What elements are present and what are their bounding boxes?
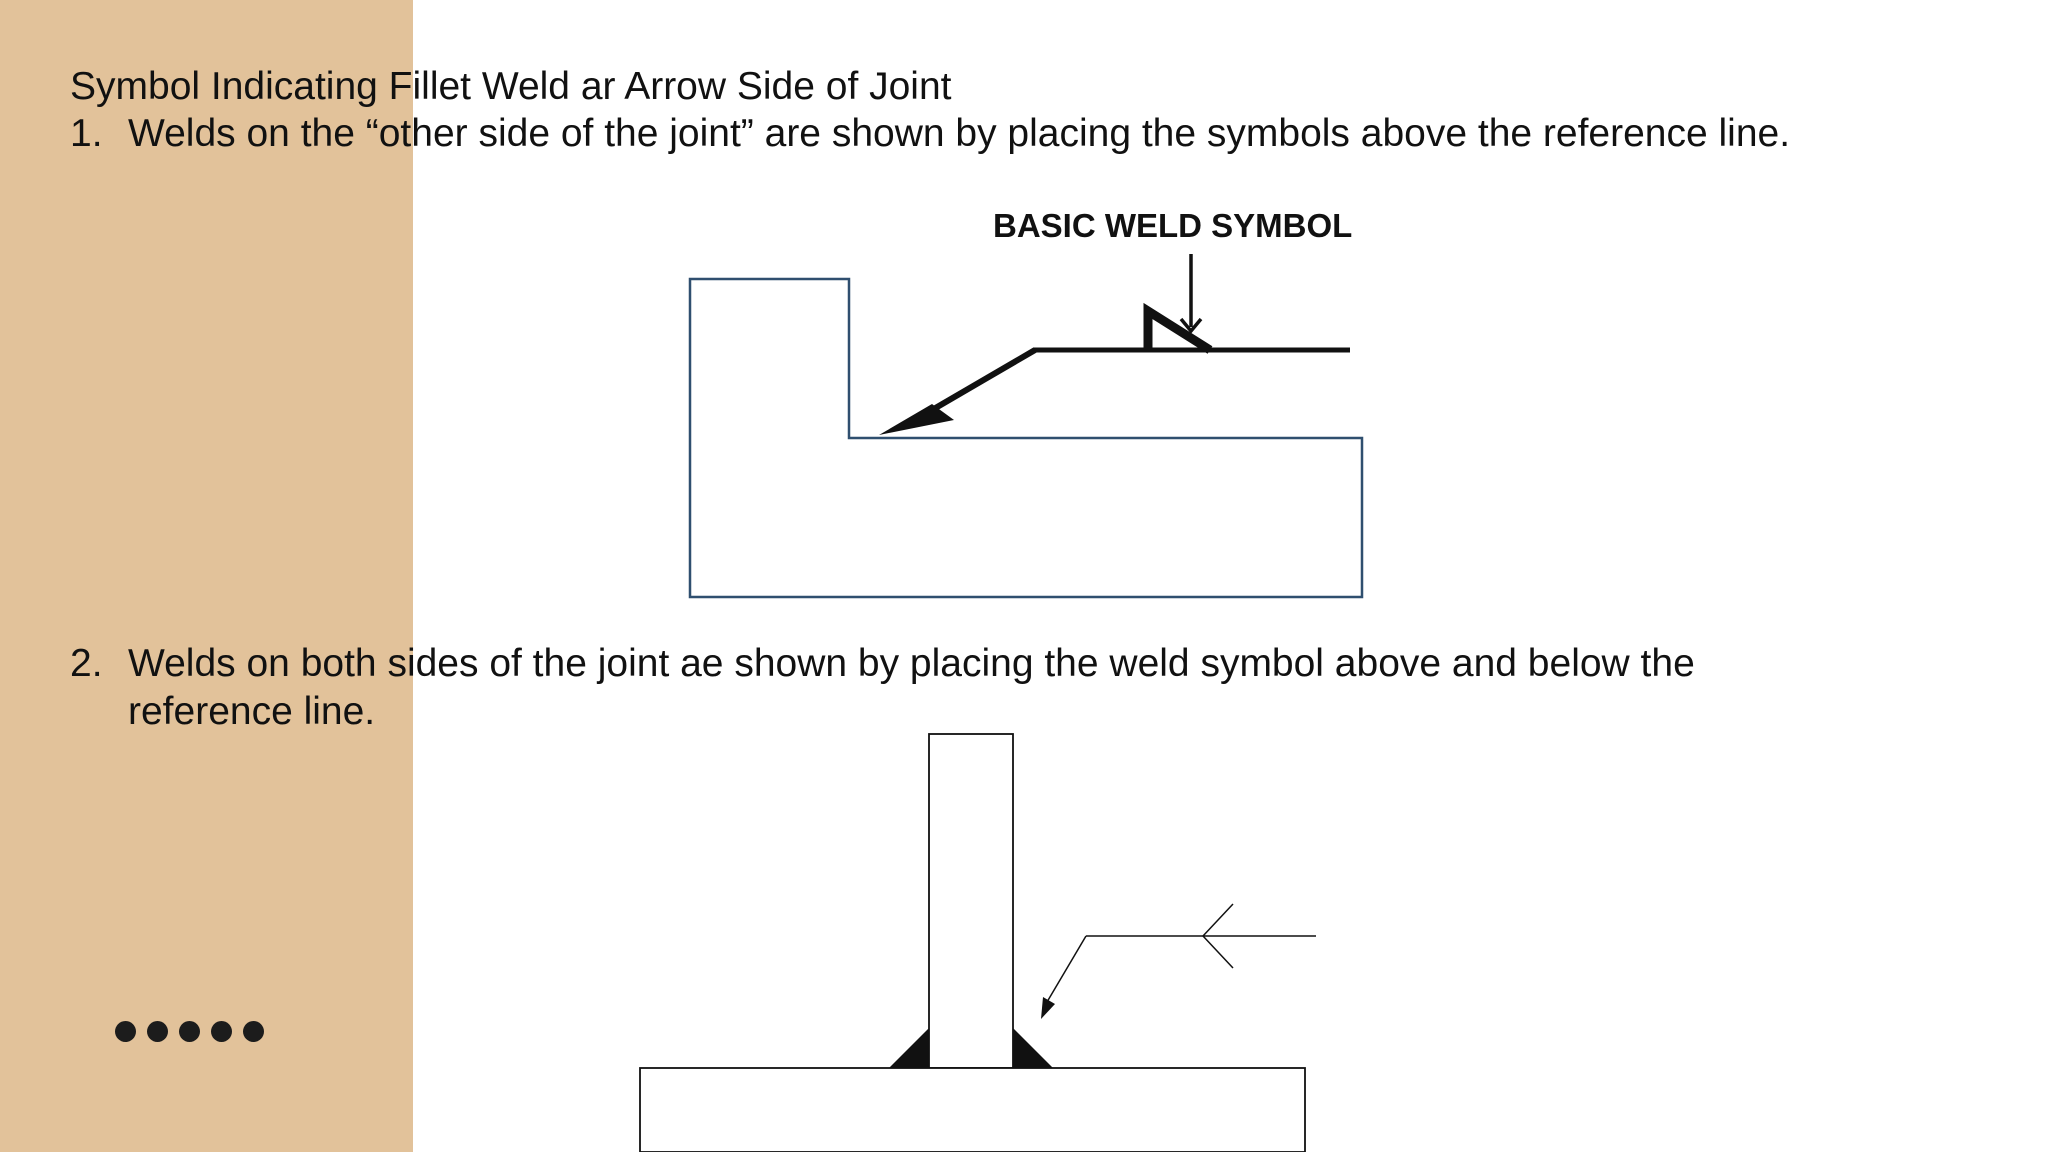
leader-arrowhead	[879, 404, 954, 435]
dot	[243, 1021, 264, 1042]
list-number-2: 2.	[70, 642, 103, 685]
weld-symbol-diagram-other-side: BASIC WELD SYMBOL	[688, 207, 1364, 599]
vertical-plate	[928, 733, 1014, 1069]
fillet-weld-left	[889, 1028, 929, 1068]
decorative-dots	[115, 1021, 264, 1042]
base-plate	[639, 1067, 1306, 1152]
l-shaped-joint-outline	[688, 277, 1364, 599]
weld-symbol-triangle	[1201, 903, 1234, 969]
leader-line	[1046, 935, 1087, 1003]
basic-weld-symbol-label: BASIC WELD SYMBOL	[993, 207, 1352, 244]
list-number-1: 1.	[70, 112, 103, 155]
list-text-1: Welds on the “other side of the joint” a…	[128, 112, 1791, 155]
slide-title: Symbol Indicating Fillet Weld ar Arrow S…	[70, 65, 952, 108]
dot	[179, 1021, 200, 1042]
dot	[115, 1021, 136, 1042]
side-panel	[0, 0, 413, 1152]
t-joint-weld-diagram	[639, 733, 1316, 1152]
dot	[147, 1021, 168, 1042]
list-text-2: Welds on both sides of the joint ae show…	[128, 642, 1695, 733]
fillet-weld-symbol	[1143, 302, 1213, 354]
leader-arrowhead	[1041, 997, 1055, 1019]
fillet-weld-right	[1013, 1028, 1053, 1068]
label-pointer-arrowhead	[1179, 317, 1203, 334]
dot	[211, 1021, 232, 1042]
